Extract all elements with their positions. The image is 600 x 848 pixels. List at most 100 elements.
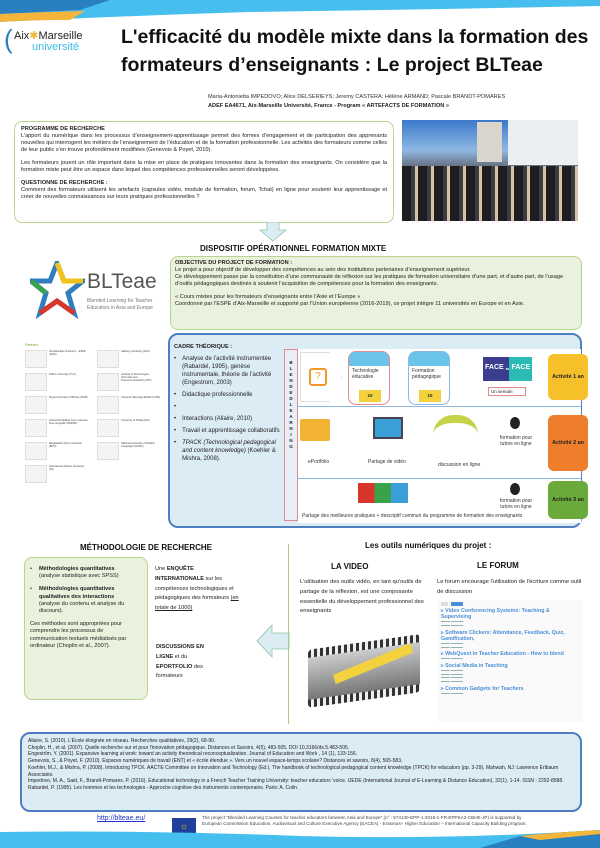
discussion-network-icon: [433, 415, 478, 453]
reference-item: Engestrîm, Y. (2001). Expansive learning…: [28, 751, 358, 758]
blteae-name: BLTeae: [87, 270, 157, 293]
formation-label: Formation pédagogique: [412, 368, 441, 380]
reference-item: Impedovo, M. A., Said, F., Brandt-Pomare…: [28, 778, 564, 785]
partner-name: Royal University of Bhutan (RUB): [49, 396, 88, 399]
forum-post-line: ▬▬▬ ▬▬▬▬: [441, 619, 463, 624]
forum-topic[interactable]: ▹ Software Clickers: Attendance, Feedbac…: [441, 630, 579, 650]
forum-topic-title[interactable]: ▹ Video Conferencing Systems: Teaching &…: [441, 608, 550, 621]
forum-topic-title[interactable]: ▹ Social Media in Teaching: [441, 662, 508, 669]
discussion-text: DISCUSSIONS EN LIGNE et du EPORTFOLIO de…: [156, 643, 218, 682]
forum-post-line: ▬▬▬ ▬▬▬▬: [441, 623, 463, 627]
best-practices-label: Partage des meilleures pratiques + descr…: [302, 513, 523, 519]
text: Une: [155, 566, 167, 572]
partner-item: National University of Modern Languages …: [97, 442, 165, 460]
cadre-item: (Koehler & Mishra, 2008).: [182, 448, 276, 462]
forum-topic-title[interactable]: ▹ WebQuest in Teacher Education - How to…: [441, 651, 564, 658]
arrow-down-icon: [258, 222, 288, 242]
partner-logo: [97, 396, 119, 414]
cadre-box: CADRE THÉORIQUE : •Analyse de l’activité…: [168, 333, 588, 528]
blended-learning-label: BLENDED LEARNING: [284, 349, 298, 521]
forum-topic-title[interactable]: ▹ Common Gadgets for Teachers: [441, 685, 524, 692]
references-box: Allaire, S. (2010). L’École éloignée en …: [20, 732, 582, 812]
partner-item: International Islamic University (IIU): [25, 465, 93, 483]
partner-item: Royal University of Bhutan (RUB): [25, 396, 93, 414]
method-item: (analyse statistique avec SPSS): [38, 573, 119, 580]
partner-logo: [25, 350, 47, 368]
blteae-tagline: Blended Learning for Teacher: [87, 298, 153, 304]
face-text: FACE: [509, 357, 533, 381]
forum-topic[interactable]: ▹ Social Media in Teaching▬▬▬ ▬▬▬▬▬▬▬ ▬▬…: [441, 663, 579, 684]
programme-text: Les formateurs jouent un rôle important …: [21, 160, 387, 173]
to-text: to: [505, 357, 510, 381]
puzzle-icon: [358, 483, 408, 503]
clipboard-question-icon: ?: [300, 352, 342, 402]
blteae-logo: BLTeae Blended Learning for Teacher Educ…: [30, 256, 157, 332]
objective-text: Ce développement passe par la constituti…: [175, 274, 564, 287]
partner-logo: [25, 419, 47, 437]
forum-post-line: ▬▬▬ ▬▬▬▬: [441, 690, 463, 695]
arrow-left-icon: [256, 624, 290, 659]
video-sharing-icon: [373, 417, 403, 439]
methodo-box: •Méthodologies quantitatives(analyse sta…: [24, 557, 148, 700]
topic-text[interactable]: Social Media in Teaching: [445, 662, 508, 669]
partner-item: Aix-Marseille University – ESPE (AMU): [25, 350, 93, 368]
forum-topic[interactable]: ▹ WebQuest in Teacher Education - How to…: [441, 651, 579, 661]
methodo-text: Ces méthodes sont appropriées pour compr…: [30, 621, 127, 649]
partner-name: International Islamic University (IIU): [49, 465, 85, 471]
eportfolio-folder-icon: [300, 419, 330, 441]
text: DISCUSSIONS EN LIGNE: [156, 644, 204, 660]
objective-text: « Cours mixtes pour les formateurs d’ens…: [175, 294, 361, 300]
tutor-label: formation pour tutors en ligne: [499, 498, 533, 510]
video-label: Partage de vidéo: [368, 459, 406, 465]
film-pencil-icon: [308, 634, 420, 708]
semaine-label: Un semain: [488, 387, 526, 396]
title-line: formateurs d’enseignants : Le project BL…: [121, 54, 543, 76]
partner-item: Aalborg University (AAU): [97, 350, 165, 368]
topic-text[interactable]: Video Conferencing Systems: Teaching & S…: [441, 608, 550, 621]
website-link[interactable]: http://blteae.eu/: [97, 815, 146, 822]
partner-item: University of Dhaka (DU): [97, 419, 165, 437]
forum-topic[interactable]: ▹ Common Gadgets for Teachers▬▬▬ ▬▬▬▬: [441, 686, 579, 696]
methodo-heading: MÉTHODOLOGIE DE RECHERCHE: [80, 543, 213, 552]
cadre-item: •Travail et apprentissage collaboratifs: [174, 428, 280, 434]
topic-text[interactable]: Common Gadgets for Teachers: [445, 685, 524, 692]
reference-item: Allaire, S. (2010). L’École éloignée en …: [28, 738, 216, 744]
partner-name: Tallinn University (TLU): [49, 373, 76, 376]
forum-post-line: ▬▬▬ ▬▬▬▬: [441, 678, 463, 683]
partner-name: Bangladesh Open University (BOU): [49, 442, 82, 448]
method-item: (analyse du contenu et analyse du discou…: [38, 600, 125, 615]
activity-diagram: ? Technologie éducative 10 Formation péda…: [298, 349, 588, 523]
topic-text[interactable]: WebQuest in Teacher Education - How to b…: [445, 651, 564, 658]
page-title: L'efficacité du modèle mixte dans la for…: [121, 23, 588, 79]
folder-icon: 10: [359, 390, 381, 402]
formation-card: Formation pédagogique 10: [408, 351, 450, 405]
logo-text: université: [32, 41, 80, 53]
cadre-item: •Interactions (Allaire, 2010): [174, 416, 253, 422]
question-text: Comment des formateurs utilisent les art…: [21, 187, 387, 200]
activity-year-2: Activité 2 an: [548, 415, 588, 471]
forum-text: Le forum encourage l'utilisation de l'éc…: [437, 579, 582, 595]
cadre-item: •Analyse de l’activité instrumentée (Rab…: [174, 355, 282, 387]
forum-post-line: ▬▬▬ ▬▬▬▬: [441, 656, 463, 661]
forum-topic-title[interactable]: ▹ Software Clickers: Attendance, Feedbac…: [441, 629, 565, 642]
activity-year-1: Activité 1 an: [548, 354, 588, 400]
partner-name: National University of Modern Languages …: [121, 442, 156, 448]
partner-logo: [97, 419, 119, 437]
partners-heading: Partners: [25, 343, 39, 347]
forum-topic[interactable]: ▹ Video Conferencing Systems: Teaching &…: [441, 608, 579, 628]
objective-text: Coordonné par l’ESPE d’Aix-Marseille et …: [175, 301, 525, 307]
top-banner: [0, 0, 600, 22]
forum-post-line: ▬▬▬ ▬▬▬▬: [441, 668, 463, 673]
partner-logo: [97, 350, 119, 368]
techno-label: Technologie éducative: [352, 368, 379, 380]
topic-text[interactable]: Software Clickers: Attendance, Feedback,…: [441, 629, 565, 642]
tutor-icon: [510, 417, 520, 429]
partner-logo: [25, 373, 47, 391]
folder-icon: 10: [419, 390, 441, 402]
funding-text: The project "Blended Learning Courses fo…: [202, 815, 527, 827]
cadre-item-text: Travail et apprentissage collaboratifs: [182, 428, 280, 434]
partner-name: Aalborg University (AAU): [121, 350, 150, 353]
discussion-label: discussion en ligne: [438, 462, 481, 468]
objective-box: OBJECTIVE DU PROJECT DE FORMATION : Le p…: [170, 256, 582, 330]
